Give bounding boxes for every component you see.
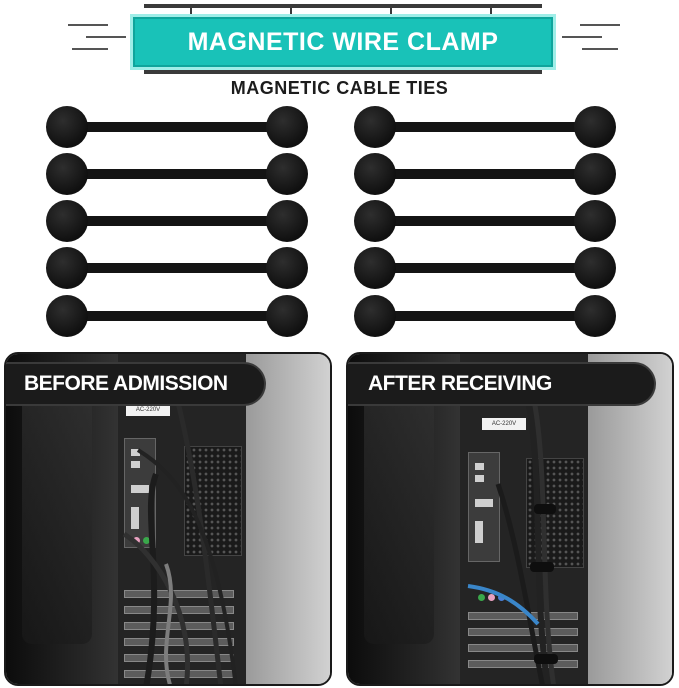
pc-case-side <box>6 354 118 684</box>
cable-tie <box>354 105 616 149</box>
cable-tie <box>354 246 616 290</box>
cable-tie <box>354 152 616 196</box>
pc-case-side <box>348 354 460 684</box>
after-label: AFTER RECEIVING <box>348 364 654 404</box>
cable-tie <box>46 105 308 149</box>
cable-tie <box>354 199 616 243</box>
header-dashes-right <box>562 18 620 58</box>
wall-background <box>246 354 330 684</box>
organized-cables <box>467 399 558 684</box>
cable-tie <box>46 152 308 196</box>
tangled-cables <box>122 393 238 684</box>
before-panel: AC-220V BEFORE ADMISSION <box>4 352 332 686</box>
page-subtitle: MAGNETIC CABLE TIES <box>230 78 449 98</box>
cable-tie <box>46 294 308 338</box>
header-dashes-left <box>68 18 126 58</box>
title-banner-frame: MAGNETIC WIRE CLAMP <box>130 4 556 74</box>
cable-tie <box>354 294 616 338</box>
cable-tie <box>46 246 308 290</box>
pc-case-back: AC-220V <box>460 354 588 684</box>
wall-background <box>588 354 672 684</box>
before-label: BEFORE ADMISSION <box>6 364 264 404</box>
after-panel: AC-220V AFTER RECEIVING <box>346 352 674 686</box>
page-title: MAGNETIC WIRE CLAMP <box>130 14 556 70</box>
cable-tie <box>46 199 308 243</box>
